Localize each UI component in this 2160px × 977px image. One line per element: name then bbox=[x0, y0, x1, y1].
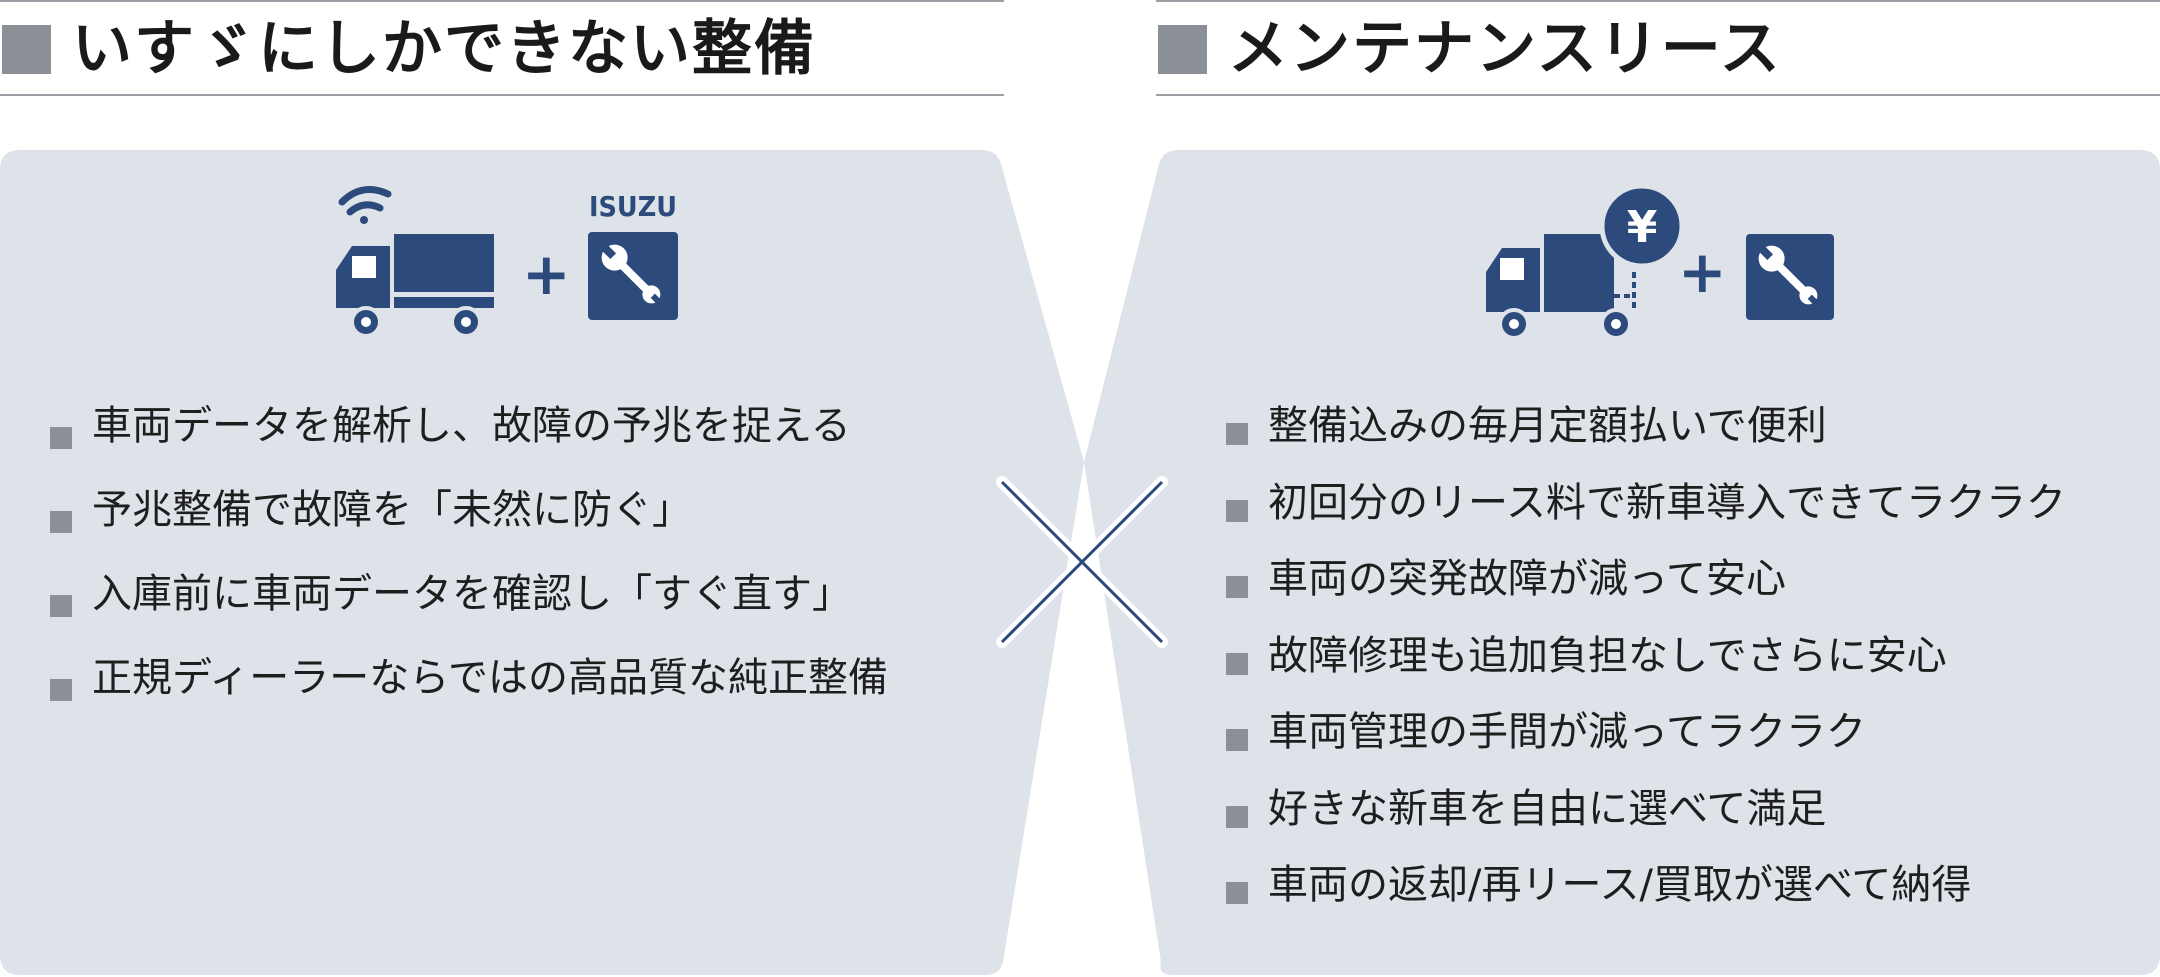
heading-right-title: メンテナンスリース bbox=[1228, 14, 1782, 84]
list-item-text: 車両管理の手間が減ってラクラク bbox=[1268, 709, 1866, 755]
list-item: 車両管理の手間が減ってラクラク bbox=[1226, 702, 2066, 779]
left-icon-row: + ISUZU bbox=[336, 186, 678, 338]
truck-icon bbox=[336, 234, 494, 338]
heading-left-title: いすゞにしかできない整備 bbox=[72, 14, 816, 84]
list-item-text: 整備込みの毎月定額払いで便利 bbox=[1268, 403, 1827, 449]
bullet-square bbox=[1226, 882, 1248, 905]
list-item-text: 車両の突発故障が減って安心 bbox=[1268, 556, 1786, 602]
bullet-square bbox=[1226, 499, 1248, 522]
bullet-square bbox=[1226, 729, 1248, 752]
list-item-text: 故障修理も追加負担なしでさらに安心 bbox=[1268, 632, 1947, 679]
bullet-square bbox=[1226, 652, 1248, 675]
bullet-square bbox=[50, 595, 72, 617]
wrench-icon bbox=[588, 232, 678, 320]
bullet-square bbox=[1226, 423, 1248, 446]
list-item: 好きな新車を自由に選べて満足 bbox=[1226, 779, 2066, 856]
list-item-text: 車両データを解析し、故障の予兆を捉える bbox=[92, 403, 851, 449]
heading-marker bbox=[2, 25, 51, 74]
list-item: 初回分のリース料で新車導入できてラクラク bbox=[1226, 473, 2066, 550]
list-item: 整備込みの毎月定額払いで便利 bbox=[1226, 396, 2066, 473]
bullet-square bbox=[50, 427, 72, 449]
heading-right: メンテナンスリース bbox=[1156, 0, 2160, 96]
left-plus: + bbox=[522, 240, 571, 308]
list-item-text: 予兆整備で故障を「未然に防ぐ」 bbox=[92, 487, 692, 533]
bullet-square bbox=[50, 679, 72, 701]
truck-icon bbox=[1486, 234, 1636, 340]
left-panel bbox=[0, 150, 1084, 975]
list-item-text: 正規ディーラーならではの高品質な純正整備 bbox=[92, 655, 888, 701]
isuzu-label: ISUZU bbox=[589, 190, 677, 223]
bullet-square bbox=[1226, 805, 1248, 828]
wrench-icon bbox=[1746, 234, 1834, 320]
list-item: 車両の返却/再リース/買取が選べて納得 bbox=[1226, 855, 2066, 932]
wifi-icon bbox=[338, 186, 392, 224]
bullet-square bbox=[1226, 576, 1248, 599]
heading-marker bbox=[1158, 25, 1207, 74]
list-item: 車両データを解析し、故障の予兆を捉える bbox=[50, 396, 888, 480]
right-panel bbox=[1084, 150, 2160, 975]
yen-symbol: ¥ bbox=[1627, 202, 1658, 253]
list-item: 入庫前に車両データを確認し「すぐ直す」 bbox=[50, 564, 888, 648]
left-feature-list: 車両データを解析し、故障の予兆を捉える 予兆整備で故障を「未然に防ぐ」 入庫前に… bbox=[50, 396, 888, 732]
list-item-text: 入庫前に車両データを確認し「すぐ直す」 bbox=[92, 571, 852, 617]
list-item: 予兆整備で故障を「未然に防ぐ」 bbox=[50, 480, 888, 564]
right-plus: + bbox=[1678, 238, 1727, 306]
list-item-text: 好きな新車を自由に選べて満足 bbox=[1268, 785, 1827, 832]
list-item: 正規ディーラーならではの高品質な純正整備 bbox=[50, 648, 888, 732]
yen-coin-icon: ¥ bbox=[1599, 186, 1685, 269]
list-item-text: 初回分のリース料で新車導入できてラクラク bbox=[1268, 479, 2066, 526]
right-feature-list: 整備込みの毎月定額払いで便利 初回分のリース料で新車導入できてラクラク 車両の突… bbox=[1226, 396, 2066, 932]
close-x-icon bbox=[996, 476, 1168, 648]
list-item: 車両の突発故障が減って安心 bbox=[1226, 549, 2066, 626]
right-icon-row: ¥ + bbox=[1486, 186, 1834, 340]
bullet-square bbox=[50, 511, 72, 533]
list-item: 故障修理も追加負担なしでさらに安心 bbox=[1226, 626, 2066, 703]
list-item-text: 車両の返却/再リース/買取が選べて納得 bbox=[1268, 862, 1972, 908]
heading-left: いすゞにしかできない整備 bbox=[0, 0, 1004, 96]
